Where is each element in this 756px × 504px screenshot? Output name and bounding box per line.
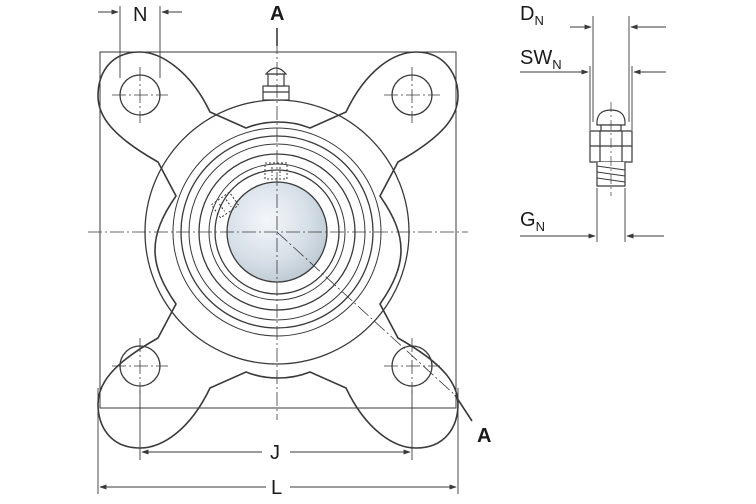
set-screw-top xyxy=(264,162,288,180)
dimension-j xyxy=(139,390,413,460)
dimension-l xyxy=(97,388,459,494)
dimension-gn-label: GN xyxy=(520,209,545,234)
set-screw-left xyxy=(210,191,240,219)
dimension-gn xyxy=(520,188,664,242)
center-lines xyxy=(88,40,468,420)
dimension-swn-label: SWN xyxy=(520,47,562,72)
section-label-top: A xyxy=(270,3,284,25)
dimension-n xyxy=(98,6,182,78)
dimension-j-label: J xyxy=(270,442,280,464)
dimension-l-label: L xyxy=(271,477,282,499)
dimension-swn xyxy=(520,66,666,130)
flange-square-outline xyxy=(99,51,457,409)
dimension-dn-label: DN xyxy=(520,3,544,28)
housing-lobed-outline xyxy=(97,51,459,449)
section-label-bottom: A xyxy=(477,425,491,447)
dimension-dn xyxy=(570,16,666,122)
dimension-n-label: N xyxy=(133,4,147,26)
housing-grease-nipple xyxy=(262,67,290,101)
